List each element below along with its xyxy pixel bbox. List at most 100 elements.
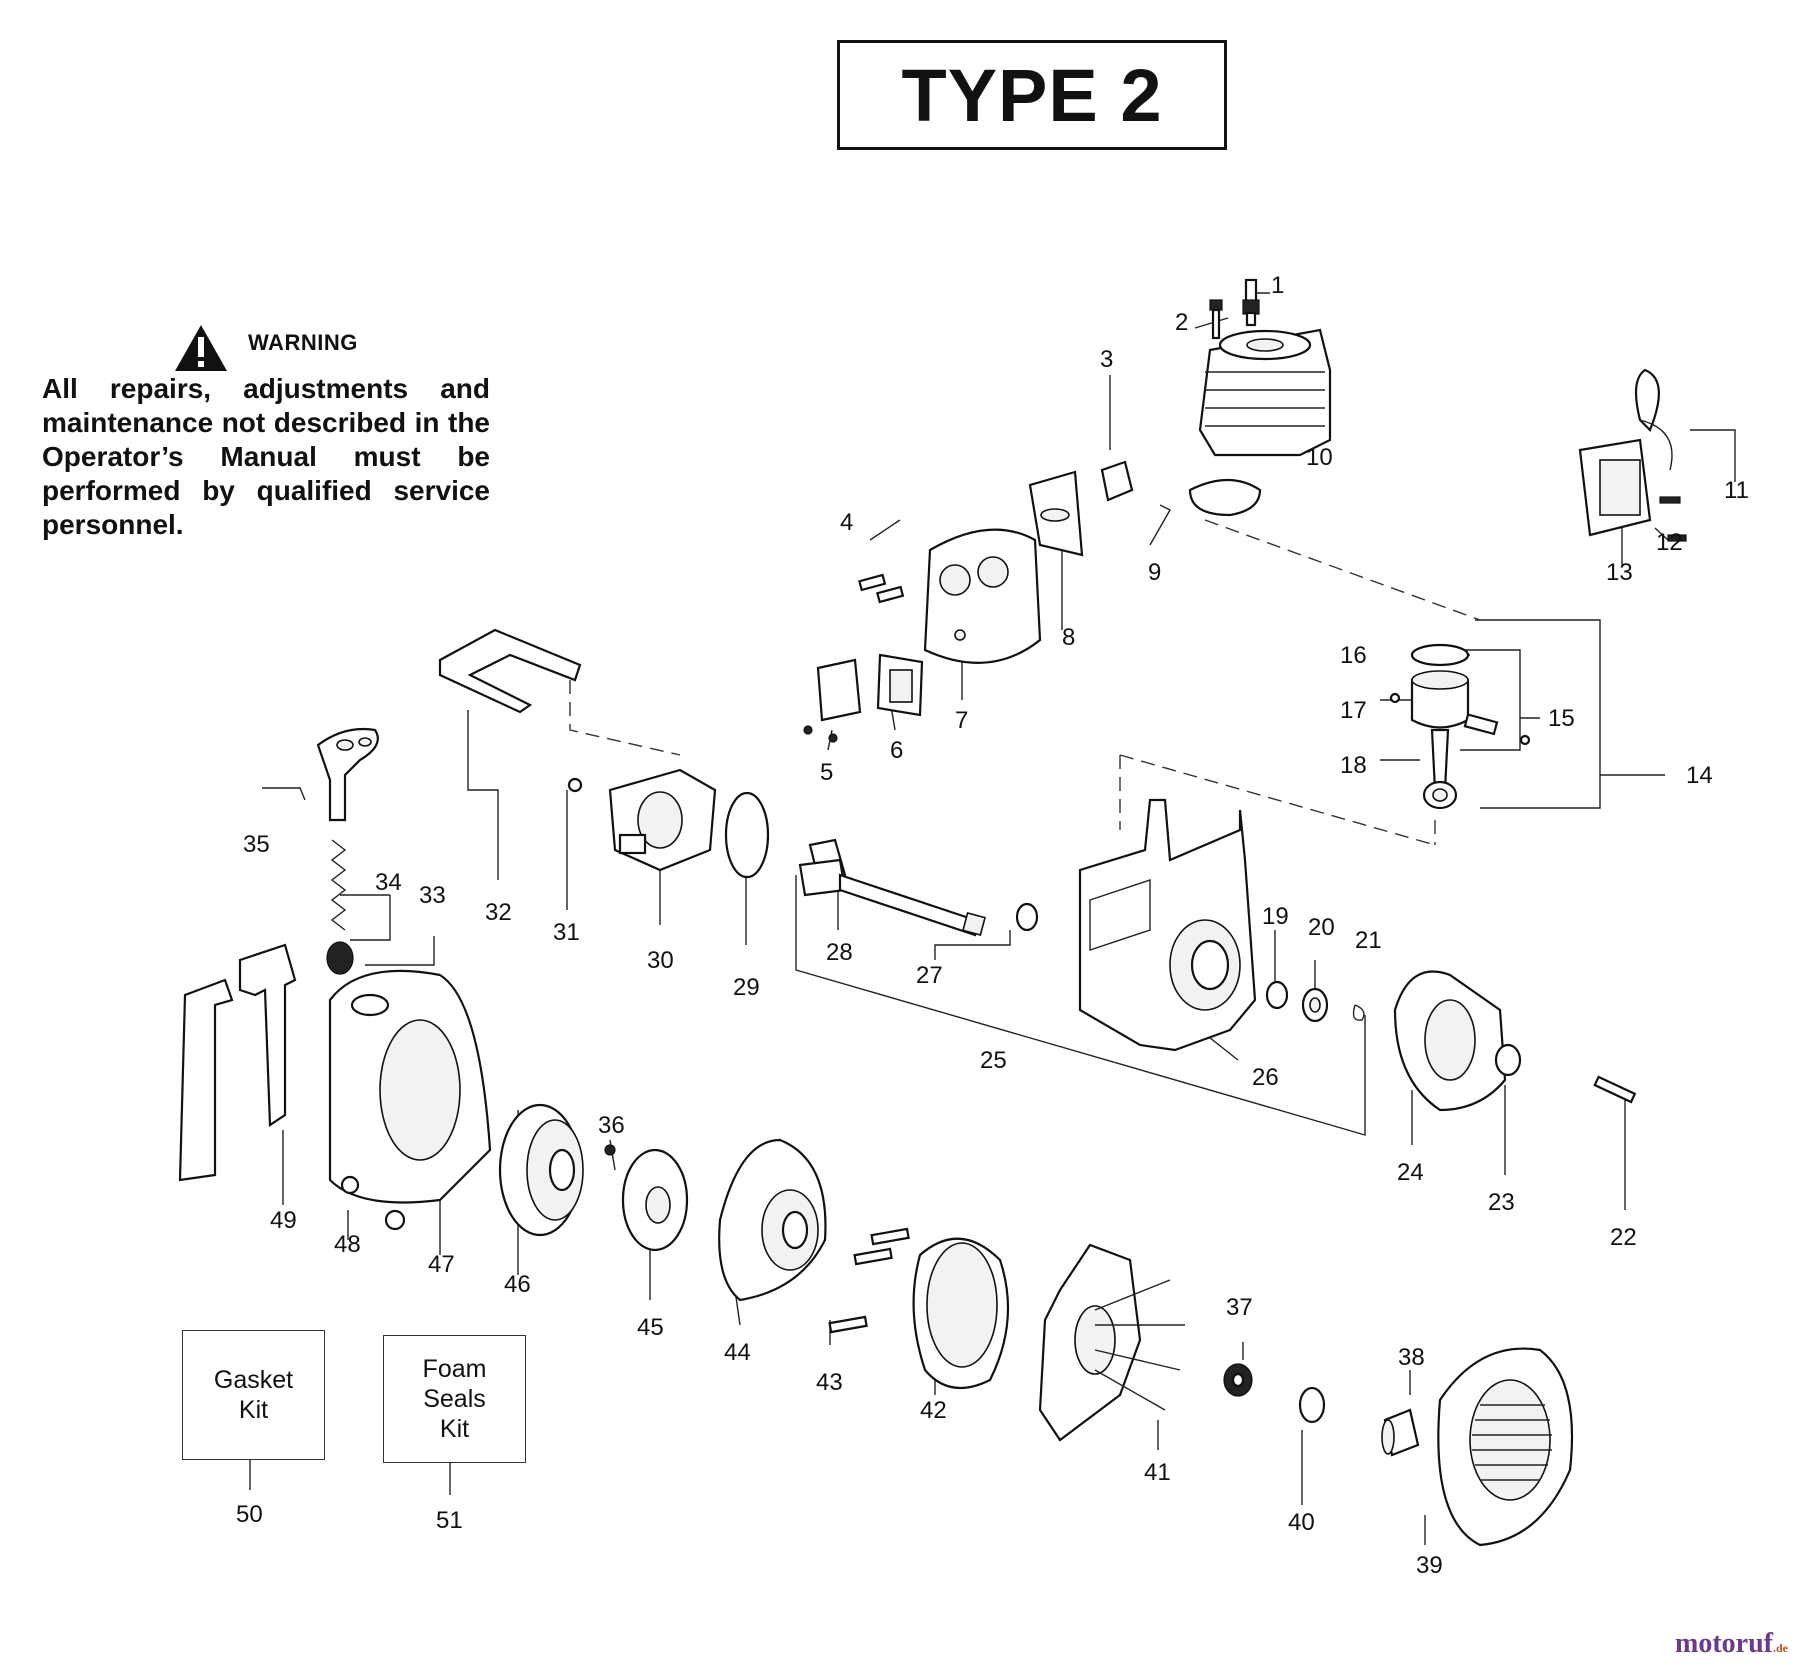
spark-arrestor — [803, 658, 862, 743]
warning-icon-spacer — [174, 320, 226, 366]
callout-25: 25 — [980, 1047, 1007, 1074]
cylinder-gasket — [1188, 479, 1262, 517]
callout-10: 10 — [1306, 444, 1333, 471]
callout-11: 11 — [1724, 477, 1749, 504]
callout-8: 8 — [1062, 624, 1075, 651]
ignition-module — [1578, 368, 1687, 542]
exhaust-gasket — [876, 653, 924, 717]
callout-40: 40 — [1288, 1509, 1315, 1536]
callout-9: 9 — [1148, 559, 1161, 586]
callout-17: 17 — [1340, 697, 1367, 724]
brand-watermark: motoruf.de — [1675, 1628, 1788, 1660]
callout-36: 36 — [598, 1112, 625, 1139]
callout-7: 7 — [955, 707, 968, 734]
washer-45 — [621, 1148, 689, 1252]
piston-ring — [1410, 643, 1470, 667]
cylinder-bolt — [1209, 299, 1223, 340]
muffler-screws — [858, 573, 905, 604]
gasket-kit-line-2: Kit — [238, 1396, 269, 1424]
callout-20: 20 — [1308, 914, 1335, 941]
foam-kit-line-1: Foam — [422, 1355, 487, 1383]
callout-30: 30 — [647, 947, 674, 974]
callout-37: 37 — [1226, 1294, 1253, 1321]
cylinder — [1198, 328, 1332, 457]
callout-13: 13 — [1606, 559, 1633, 586]
callout-3: 3 — [1100, 346, 1113, 373]
callout-38: 38 — [1398, 1344, 1425, 1371]
callout-42: 42 — [920, 1397, 947, 1424]
foam-kit-line-2: Seals — [423, 1385, 486, 1413]
callout-16: 16 — [1340, 642, 1367, 669]
type-title: TYPE 2 — [901, 53, 1163, 137]
callout-46: 46 — [504, 1271, 531, 1298]
pin-22 — [1593, 1075, 1637, 1104]
callout-14: 14 — [1686, 762, 1713, 789]
muffler-heat-shield — [1028, 470, 1084, 557]
crankshaft-seals — [1015, 902, 1365, 1023]
callout-1: 1 — [1271, 272, 1284, 299]
flywheel — [1393, 970, 1522, 1112]
callout-19: 19 — [1262, 903, 1289, 930]
intake-manifold — [567, 768, 717, 872]
callout-4: 4 — [840, 509, 853, 536]
callout-6: 6 — [890, 737, 903, 764]
callout-2: 2 — [1175, 309, 1188, 336]
type-title-box: TYPE 2 — [837, 40, 1227, 150]
foam-seals-kit-box: Foam Seals Kit — [383, 1335, 526, 1463]
muffler — [923, 528, 1042, 664]
callout-26: 26 — [1252, 1064, 1279, 1091]
callout-18: 18 — [1340, 752, 1367, 779]
piston — [1389, 670, 1531, 810]
callout-47: 47 — [428, 1251, 455, 1278]
washer-40 — [1298, 1386, 1326, 1424]
callout-35: 35 — [243, 831, 270, 858]
callout-numbers: 1 2 3 4 5 6 7 8 9 10 11 12 13 14 15 16 1… — [243, 272, 1749, 1579]
callout-28: 28 — [826, 939, 853, 966]
intake-adapter — [1100, 460, 1134, 502]
callout-48: 48 — [334, 1231, 361, 1258]
warning-header: WARNING — [174, 320, 490, 366]
spacer-38 — [1381, 1408, 1420, 1457]
callout-27: 27 — [916, 962, 943, 989]
callout-5: 5 — [820, 759, 833, 786]
brand-suffix: .de — [1773, 1641, 1788, 1655]
pulley — [498, 1103, 616, 1237]
callout-49: 49 — [270, 1207, 297, 1234]
starter-assembly — [718, 1138, 827, 1302]
callout-41: 41 — [1144, 1459, 1171, 1486]
callout-15: 15 — [1548, 705, 1575, 732]
housing-screws — [828, 1227, 910, 1334]
callout-32: 32 — [485, 899, 512, 926]
foam-seals — [178, 943, 297, 1182]
crankshaft — [798, 838, 987, 937]
spark-plug — [1242, 278, 1260, 327]
callout-44: 44 — [724, 1339, 751, 1366]
gasket-kit-box: Gasket Kit — [182, 1330, 325, 1460]
callout-23: 23 — [1488, 1189, 1515, 1216]
fan-housing — [328, 969, 492, 1231]
impeller-nut — [1223, 1363, 1253, 1397]
warning-label: WARNING — [248, 330, 358, 355]
fan-cover — [912, 1237, 1010, 1390]
callout-45: 45 — [637, 1314, 664, 1341]
crankcase-gasket — [724, 791, 770, 879]
warning-triangle-icon — [175, 325, 227, 371]
callout-12: 12 — [1656, 529, 1683, 556]
impeller-fan — [1038, 1243, 1185, 1442]
warning-block: WARNING All repairs, adjustments and mai… — [42, 320, 490, 542]
callout-29: 29 — [733, 974, 760, 1001]
blower-cover — [1437, 1347, 1574, 1547]
callout-39: 39 — [1416, 1552, 1443, 1579]
callout-43: 43 — [816, 1369, 843, 1396]
foam-kit-line-3: Kit — [439, 1415, 470, 1443]
starter-handle — [316, 727, 379, 975]
brand-name: motoruf — [1675, 1628, 1773, 1659]
callout-34: 34 — [375, 869, 402, 896]
callout-21: 21 — [1355, 927, 1382, 954]
callout-33: 33 — [419, 882, 446, 909]
gasket-kit-line-1: Gasket — [213, 1366, 294, 1394]
callout-50: 50 — [236, 1501, 263, 1528]
callout-22: 22 — [1610, 1224, 1637, 1251]
air-filter-frame — [438, 628, 582, 714]
callout-24: 24 — [1397, 1159, 1424, 1186]
